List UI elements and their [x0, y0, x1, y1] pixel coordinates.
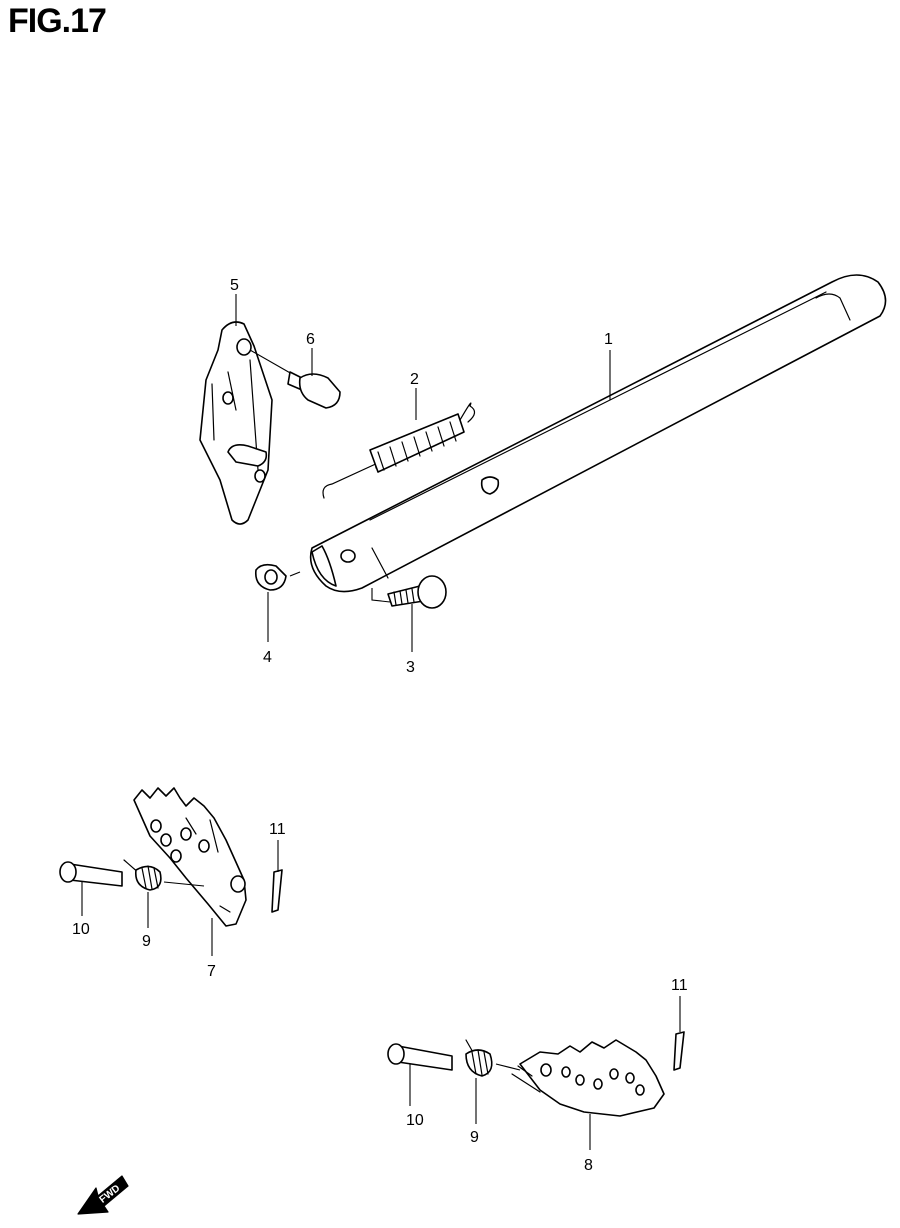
- side-stand-bar[interactable]: [309, 274, 887, 593]
- left-cotter-pin[interactable]: [271, 869, 283, 913]
- callout-8: 8: [584, 1157, 593, 1174]
- callout-11-right: 11: [671, 977, 688, 994]
- left-footrest-pin[interactable]: [59, 861, 123, 887]
- callout-9-left: 9: [142, 933, 151, 950]
- callout-1: 1: [604, 331, 613, 348]
- forward-arrow-icon: FWD: [77, 1175, 129, 1215]
- left-footrest[interactable]: [133, 787, 247, 927]
- callout-7: 7: [207, 963, 216, 980]
- right-footrest-spring[interactable]: [465, 1039, 521, 1077]
- callout-3: 3: [406, 659, 415, 676]
- callout-2: 2: [410, 371, 419, 388]
- callout-4: 4: [263, 649, 272, 666]
- stand-nut[interactable]: [254, 563, 287, 591]
- leader-3: [371, 588, 391, 603]
- stand-bracket[interactable]: [199, 321, 273, 525]
- leader-4: [289, 571, 301, 577]
- right-cotter-pin[interactable]: [673, 1031, 685, 1071]
- callout-9-right: 9: [470, 1129, 479, 1146]
- stand-spring[interactable]: [322, 402, 476, 499]
- callout-5: 5: [230, 277, 239, 294]
- callout-10-left: 10: [72, 921, 90, 938]
- figure-title: FIG.17: [8, 2, 107, 40]
- left-footrest-spring[interactable]: [123, 859, 205, 891]
- callout-10-right: 10: [406, 1112, 424, 1129]
- callout-6: 6: [306, 331, 315, 348]
- bracket-bolt[interactable]: [249, 349, 341, 409]
- right-footrest-pin[interactable]: [387, 1043, 453, 1071]
- right-footrest[interactable]: [511, 1039, 665, 1117]
- callout-11-left: 11: [269, 821, 286, 838]
- stand-bolt[interactable]: [387, 575, 447, 609]
